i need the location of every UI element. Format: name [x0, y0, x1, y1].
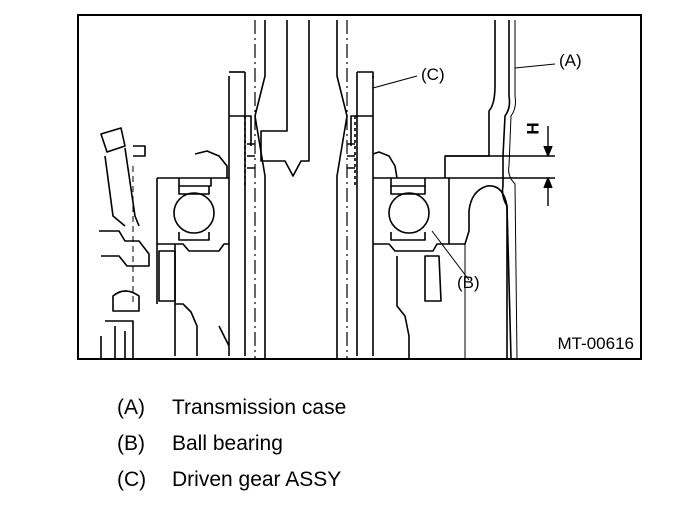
legend-text: Transmission case — [172, 396, 347, 419]
callout-c: (C) — [421, 65, 445, 84]
cross-section-diagram: (A) (C) (B) H MT-00616 — [77, 14, 642, 360]
leader-a — [514, 63, 556, 69]
dimension-h-arrows — [543, 126, 553, 206]
legend-text: Ball bearing — [172, 432, 283, 455]
legend-item: (C) Driven gear ASSY — [117, 462, 346, 498]
left-gear-assembly — [99, 127, 150, 358]
legend: (A) Transmission case (B) Ball bearing (… — [117, 390, 346, 498]
leader-c — [372, 75, 418, 89]
legend-key: (A) — [117, 396, 145, 419]
callout-b: (B) — [457, 273, 480, 292]
legend-item: (B) Ball bearing — [117, 426, 346, 462]
center-shaft — [244, 20, 356, 358]
transmission-case — [444, 20, 555, 358]
leader-b — [431, 230, 470, 281]
legend-text: Driven gear ASSY — [172, 468, 342, 491]
legend-key: (C) — [117, 468, 147, 491]
legend-item: (A) Transmission case — [117, 390, 346, 426]
callout-a: (A) — [559, 51, 582, 70]
right-bearing-housing — [350, 71, 508, 358]
figure-code: MT-00616 — [557, 334, 634, 353]
diagram-drawing — [99, 20, 556, 358]
left-bearing-housing — [156, 71, 252, 356]
dimension-h-label: H — [523, 122, 543, 135]
legend-key: (B) — [117, 432, 145, 455]
